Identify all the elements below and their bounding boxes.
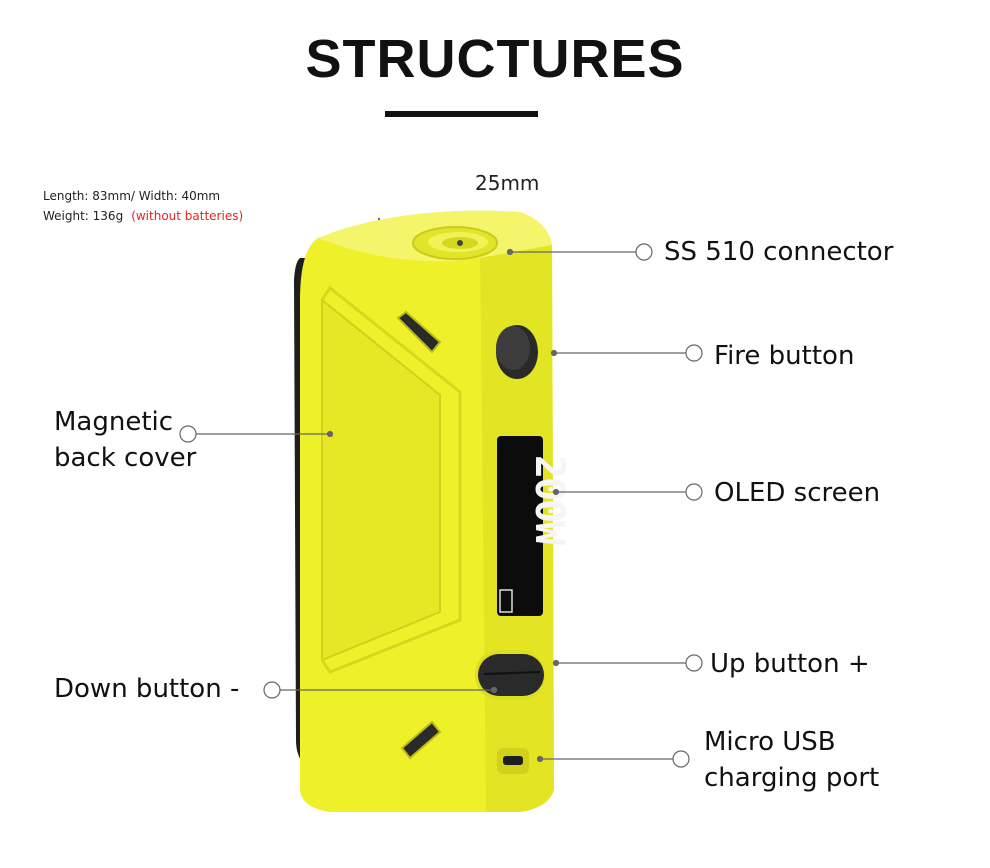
label-up-button: Up button +: [710, 649, 870, 679]
oled-screen: 200W: [497, 436, 572, 616]
ss-510-connector: [412, 226, 498, 260]
fire-button: [496, 325, 538, 379]
micro-usb-port: [497, 748, 529, 774]
adjust-buttons: [475, 650, 545, 700]
spec-block: Length: 83mm/ Width: 40mm Weight: 136g (w…: [43, 186, 243, 226]
dimension-label: 25mm: [475, 171, 540, 195]
lower-slot: [400, 720, 442, 760]
page-title: STRUCTURES: [305, 29, 685, 89]
front-panel: [321, 297, 441, 662]
title-underline: [385, 111, 538, 117]
label-back-line2: back cover: [54, 443, 197, 473]
label-fire-button: Fire button: [714, 341, 855, 371]
label-usb-line2: charging port: [704, 763, 880, 793]
label-down-button: Down button -: [54, 674, 240, 704]
upper-slot: [396, 310, 442, 354]
oled-readout: 200W: [526, 455, 572, 546]
callout-lines: [179, 243, 703, 768]
spec-weight-row: Weight: 136g (without batteries): [43, 206, 243, 226]
spec-weight: Weight: 136g: [43, 209, 124, 223]
spec-size: Length: 83mm/ Width: 40mm: [43, 189, 221, 203]
label-back-line1: Magnetic: [54, 407, 174, 437]
spec-weight-note: (without batteries): [131, 209, 244, 223]
front-panel-edge: [320, 285, 462, 674]
label-connector: SS 510 connector: [664, 237, 894, 267]
label-oled-screen: OLED screen: [714, 478, 881, 508]
label-usb-line1: Micro USB: [704, 727, 836, 757]
